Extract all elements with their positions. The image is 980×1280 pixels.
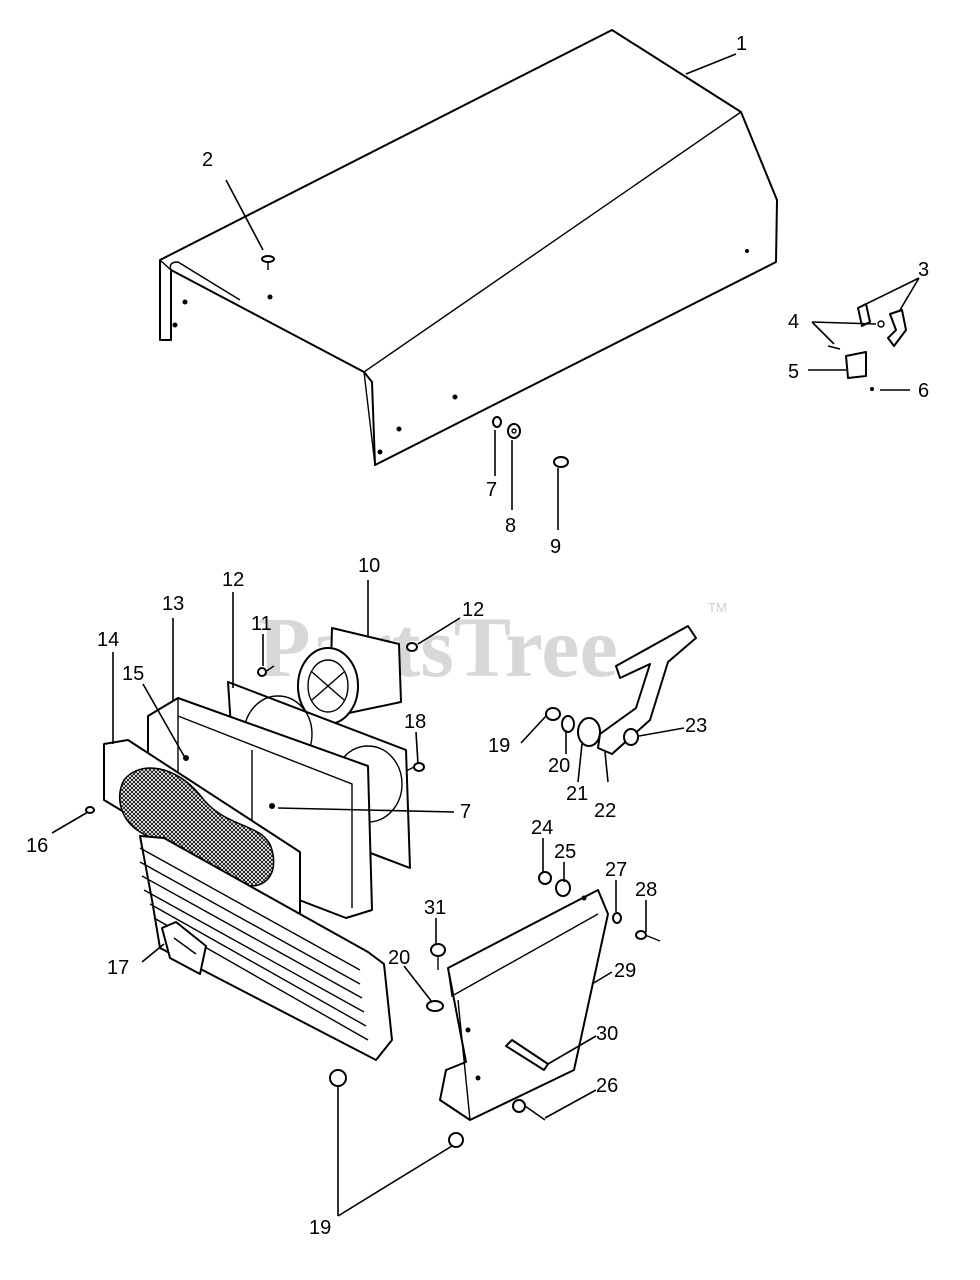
callout-19-lower: 19	[309, 1217, 331, 1239]
frame-bolts[interactable]	[329, 943, 549, 1148]
callout-22: 22	[594, 800, 616, 822]
mount-fasteners[interactable]	[538, 871, 661, 942]
leader-lines	[51, 53, 920, 1217]
hood-hardware[interactable]	[492, 416, 569, 468]
callout-30: 30	[596, 1023, 618, 1045]
callout-14: 14	[97, 629, 119, 651]
callout-labels: 1 2 3 4 5 6 7 8 9 10 11 12 12 13 14 15 1…	[26, 33, 929, 1239]
callout-23: 23	[685, 715, 707, 737]
callout-9: 9	[550, 536, 561, 558]
hood-screw[interactable]	[261, 255, 275, 270]
headlight-assembly[interactable]	[297, 627, 418, 725]
callout-27: 27	[605, 859, 627, 881]
callout-12-nut: 12	[462, 599, 484, 621]
callout-12-plate: 12	[222, 569, 244, 591]
callout-20-upper: 20	[548, 755, 570, 777]
hood[interactable]	[159, 29, 778, 466]
hinge-bracket[interactable]	[545, 625, 697, 755]
grille-screen[interactable]	[103, 739, 301, 919]
callout-7-hood: 7	[486, 479, 497, 501]
callout-19-upper: 19	[488, 735, 510, 757]
callout-28: 28	[635, 879, 657, 901]
front-grille[interactable]	[139, 835, 393, 1061]
callout-29: 29	[614, 960, 636, 982]
callout-24: 24	[531, 817, 553, 839]
callout-11: 11	[251, 613, 272, 635]
callout-20-lower: 20	[388, 947, 410, 969]
trademark-mark: TM	[708, 600, 727, 615]
callout-5: 5	[788, 361, 799, 383]
plate-screws[interactable]	[257, 665, 425, 772]
callout-21: 21	[566, 783, 588, 805]
callout-8: 8	[505, 515, 516, 537]
callout-4: 4	[788, 311, 799, 333]
callout-16: 16	[26, 835, 48, 857]
latch-hardware[interactable]	[827, 303, 907, 391]
callout-10: 10	[358, 555, 380, 577]
callout-26: 26	[596, 1075, 618, 1097]
callout-31: 31	[424, 897, 446, 919]
support-bracket[interactable]	[439, 889, 609, 1121]
callout-3: 3	[918, 259, 929, 281]
callout-13: 13	[162, 593, 184, 615]
callout-15: 15	[122, 663, 144, 685]
callout-17: 17	[107, 957, 129, 979]
callout-25: 25	[554, 841, 576, 863]
callout-2: 2	[202, 149, 213, 171]
screen-screw[interactable]	[85, 806, 95, 814]
callout-6: 6	[918, 380, 929, 402]
callout-7-grille: 7	[460, 801, 471, 823]
callout-18: 18	[404, 711, 426, 733]
callout-1: 1	[736, 33, 747, 55]
